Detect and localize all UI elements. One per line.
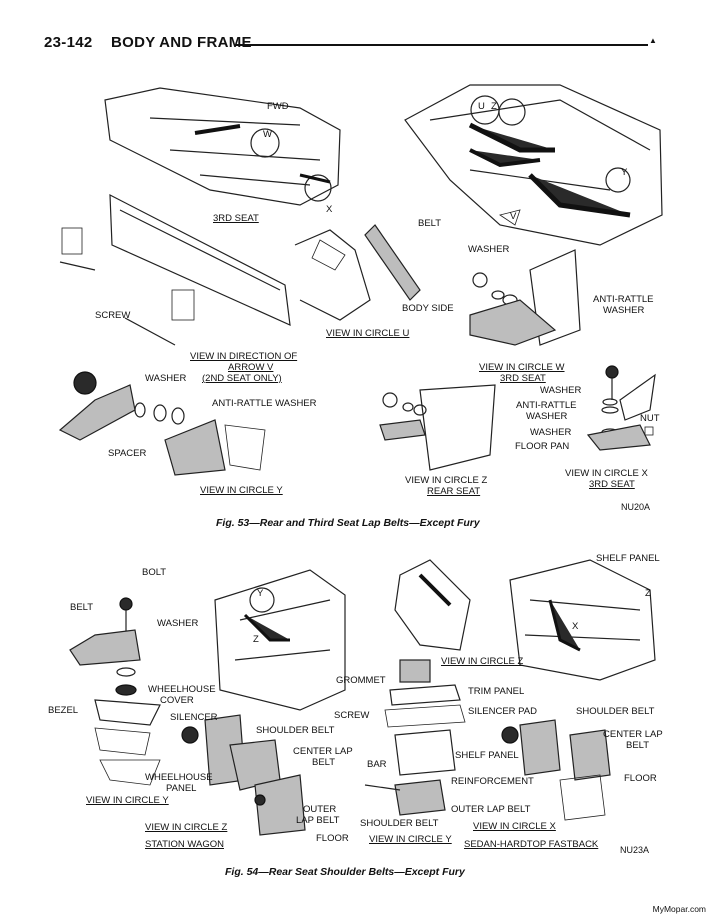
floor-pan-label: FLOOR PAN [515,441,570,452]
anti-rattle-washer-w-label-1: ANTI-RATTLE [593,294,654,305]
view-arrow-v-label-1: VIEW IN DIRECTION OF [190,351,298,362]
view-circle-z-left-label-1: VIEW IN CIRCLE Z [145,822,228,833]
side-panel-drawing [59,193,291,346]
shoulder-belt-right-label: SHOULDER BELT [576,706,655,717]
wheelhouse-panel-label-1: WHEELHOUSE [145,772,213,783]
station-wagon-interior-drawing [214,569,346,836]
wheelhouse-exploded-drawing [69,597,281,791]
figure53-code: NU20A [621,502,651,512]
third-seat-floor-drawing [104,87,341,206]
circle-letter-u: U [478,101,485,112]
bezel-label: BEZEL [48,705,79,716]
third-seat-label: 3RD SEAT [213,213,259,224]
view-circle-z-center-label: VIEW IN CIRCLE Z [441,656,524,667]
view-arrow-v-label-3: (2ND SEAT ONLY) [202,373,282,384]
circle-letter-z: Z [491,101,497,112]
shoulder-belt-center-label: SHOULDER BELT [360,818,439,829]
screw-label: SCREW [95,310,131,321]
rear-seat-top-drawing [404,84,663,246]
shelf-panel-top-label: SHELF PANEL [596,553,660,564]
washer-x2-label: WASHER [530,427,572,438]
circle-letter-y-54: Y [257,588,264,599]
trim-panel-label: TRIM PANEL [468,686,525,697]
circle-letter-x: X [326,204,333,215]
circle-letter-z-54a: Z [253,634,259,645]
floor-left-label: FLOOR [316,833,349,844]
page-header: 23-142 BODY AND FRAME [44,34,252,51]
circle-z-drawing [379,384,496,471]
screw-label-54: SCREW [334,710,370,721]
view-circle-u-label: VIEW IN CIRCLE U [326,328,410,339]
circle-letter-z-54b: Z [645,588,651,599]
view-circle-x-label-1: VIEW IN CIRCLE X [565,468,648,479]
figure54-code: NU23A [620,845,650,855]
anti-rattle-x-label-1: ANTI-RATTLE [516,400,577,411]
bolt-label: BOLT [142,567,167,578]
view-circle-w-label-1: VIEW IN CIRCLE W [479,362,565,373]
wheelhouse-cover-label-1: WHEELHOUSE [148,684,216,695]
silencer-label: SILENCER [170,712,218,723]
floor-right-label: FLOOR [624,773,657,784]
header-arrow-icon: ▲ [649,36,657,45]
watermark: MyMopar.com [652,904,706,914]
silencer-pad-label: SILENCER PAD [468,706,537,717]
view-arrow-v-label-2: ARROW V [228,362,274,373]
sedan-interior-drawing [501,559,656,821]
page-number: 23-142 [44,34,93,51]
anti-rattle-washer-y-label: ANTI-RATTLE WASHER [212,398,317,409]
center-lap-belt-left-label-2: BELT [312,757,336,768]
shelf-panel-center-label: SHELF PANEL [455,750,519,761]
shoulder-belt-left-label: SHOULDER BELT [256,725,335,736]
center-exploded-drawing [364,659,466,816]
view-circle-z-label-2: REAR SEAT [427,486,481,497]
washer-label-54: WASHER [157,618,199,629]
outer-lap-belt-left-label-1: OUTER [303,804,337,815]
view-circle-w-label-2: 3RD SEAT [500,373,546,384]
outer-lap-belt-right-label: OUTER LAP BELT [451,804,531,815]
bar-label: BAR [367,759,387,770]
circle-w-drawing [469,249,581,346]
circle-letter-w: W [263,129,272,140]
circle-u-drawing [294,224,421,321]
washer-w-label: WASHER [468,244,510,255]
center-lap-belt-right-label-1: CENTER LAP [603,729,663,740]
belt-label-54: BELT [70,602,94,613]
circle-letter-y: Y [621,167,628,178]
anti-rattle-x-label-2: WASHER [526,411,568,422]
fwd-label: FWD [267,101,289,112]
belt-label: BELT [418,218,442,229]
view-circle-x-label-54: VIEW IN CIRCLE X [473,821,556,832]
figure54-caption: Fig. 54—Rear Seat Shoulder Belts—Except … [225,866,465,878]
wheelhouse-panel-label-2: PANEL [166,783,197,794]
wheelhouse-cover-label-2: COVER [160,695,194,706]
grommet-label: GROMMET [336,675,386,686]
figure53-caption: Fig. 53—Rear and Third Seat Lap Belts—Ex… [216,517,480,529]
circle-y-drawing [58,371,266,476]
circle-x-drawing [586,365,656,451]
center-lap-belt-left-label-1: CENTER LAP [293,746,353,757]
view-circle-z-label-1: VIEW IN CIRCLE Z [405,475,488,486]
view-circle-y-label: VIEW IN CIRCLE Y [200,485,283,496]
view-circle-y-left-label: VIEW IN CIRCLE Y [86,795,169,806]
washer-x1-label: WASHER [540,385,582,396]
body-side-label: BODY SIDE [402,303,454,314]
header-rule [236,44,648,46]
arrow-letter-v: V [510,211,517,222]
view-circle-z-left-label-2: STATION WAGON [145,839,224,850]
washer-y-label: WASHER [145,373,187,384]
sedan-hardtop-label: SEDAN-HARDTOP FASTBACK [464,839,599,850]
view-circle-x-label-2: 3RD SEAT [589,479,635,490]
reinforcement-label: REINFORCEMENT [451,776,534,787]
section-title: BODY AND FRAME [110,34,252,51]
center-lap-belt-right-label-2: BELT [626,740,650,751]
circle-letter-x-54: X [572,621,579,632]
nut-label: NUT [640,413,660,424]
outer-lap-belt-left-label-2: LAP BELT [296,815,340,826]
anti-rattle-washer-w-label-2: WASHER [603,305,645,316]
circle-z-bracket-drawing [394,559,471,651]
view-circle-y-center-label: VIEW IN CIRCLE Y [369,834,452,845]
spacer-label: SPACER [108,448,147,459]
